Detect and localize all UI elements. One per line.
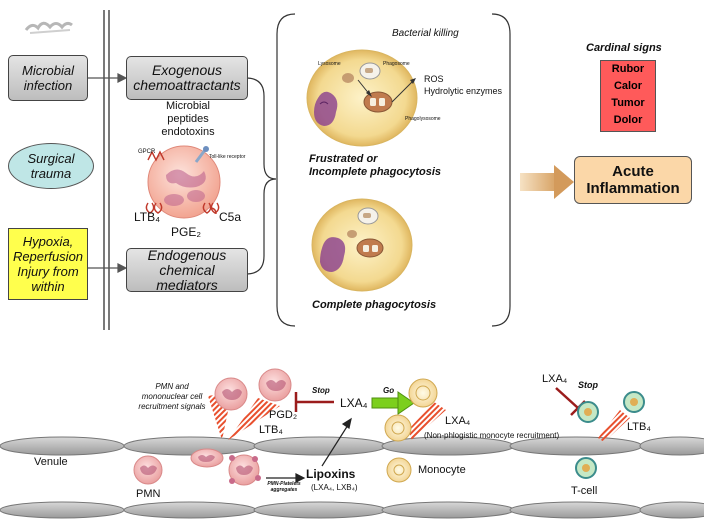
monocytes (384, 378, 438, 483)
frustrated-label-1: Frustrated or (309, 153, 378, 165)
complete-phagocytosis-cell (311, 198, 413, 292)
lipoxin-types-label: (LXA₄, LXB₄) (311, 483, 358, 492)
cardinal-sign-dolor: Dolor (613, 114, 643, 126)
hypoxia-box: Hypoxia, Reperfusion Injury from within (8, 228, 88, 300)
ltb4-left-label: LTB₄ (259, 424, 283, 436)
ros-label: ROS (424, 74, 444, 84)
stop-1-label: Stop (312, 386, 330, 395)
microbial-infection-box: Microbial infection (8, 55, 88, 101)
ltb4-label: LTB₄ (134, 210, 161, 224)
recruitment-signals-label: PMN and mononuclear cell recruitment sig… (138, 382, 206, 411)
to-inflammation-arrow (520, 165, 574, 199)
pgd2-label: PGD₂ (269, 409, 298, 421)
frustrated-label-2: Incomplete phagocytosis (309, 166, 442, 178)
lxa4-top-label: LXA₄ (542, 373, 568, 385)
mediator-brace (245, 77, 277, 275)
go-label: Go (383, 386, 395, 395)
gpcr-label: GPCR (138, 149, 156, 155)
phagolysosome-label: Phagolysosome (405, 116, 441, 122)
complete-phagocytosis-label: Complete phagocytosis (312, 299, 437, 311)
go-arrow (371, 391, 415, 415)
phagocytosis-bracket (276, 13, 296, 327)
acute-inflammation-box: Acute Inflammation (574, 156, 692, 204)
pmn-cells (133, 368, 292, 486)
venule-wall-top (0, 436, 704, 456)
bacterial-killing-label: Bacterial killing (392, 28, 459, 39)
pge2-label: PGE₂ (171, 225, 201, 239)
nonphlogistic-label: (Non-phlogistic monocyte recruitment) (424, 431, 560, 440)
c5a-label: C5a (219, 210, 242, 224)
venule-wall-bottom (0, 501, 704, 519)
lxa4-right-label: LXA₄ (445, 415, 471, 427)
endogenous-mediators-box: Endogenous chemical mediators (126, 247, 248, 292)
hydrolytic-label: Hydrolytic enzymes (424, 86, 503, 96)
monocyte-label: Monocyte (418, 464, 466, 476)
cardinal-sign-rubor: Rubor (611, 63, 645, 75)
cardinal-sign-calor: Calor (613, 80, 643, 92)
microbial-peptides-label: Microbial peptides endotoxins (161, 100, 215, 138)
lysosome-label: Lysosome (318, 61, 341, 67)
surgical-trauma-label: Surgical trauma (27, 151, 75, 181)
stop-2-label: Stop (578, 380, 598, 390)
stop-inhibitor-1 (294, 392, 334, 412)
lxa4-center-label: LXA₄ (340, 396, 368, 410)
phagosome-label: Phagosome (383, 61, 410, 67)
cardinal-sign-tumor: Tumor (611, 97, 645, 109)
frustrated-phagocytosis-cell (306, 49, 418, 147)
t-cells (575, 391, 645, 479)
lipoxins-label: Lipoxins (306, 467, 356, 481)
tcell-label: T-cell (571, 485, 598, 497)
pmn-platelet-label: PMN-Platelets aggregates (267, 481, 301, 493)
logo-icon (24, 21, 73, 34)
exogenous-chemoattractants-box: Exogenous chemoattractants (126, 56, 248, 100)
tolllike-label: Toll-like receptor (209, 154, 246, 160)
venule-label: Venule (34, 456, 68, 468)
ltb4-right-label: LTB₄ (627, 421, 651, 433)
pmn-label: PMN (136, 488, 161, 500)
surgical-trauma-ellipse (8, 143, 94, 189)
lipoxin-lxa4-arrow (321, 417, 352, 467)
cardinal-signs-title: Cardinal signs (586, 42, 662, 54)
cardinal-signs-box: Rubor Calor Tumor Dolor (600, 60, 656, 132)
aggregates-lipoxins-arrow (266, 473, 306, 483)
receptor-cell (145, 145, 221, 219)
